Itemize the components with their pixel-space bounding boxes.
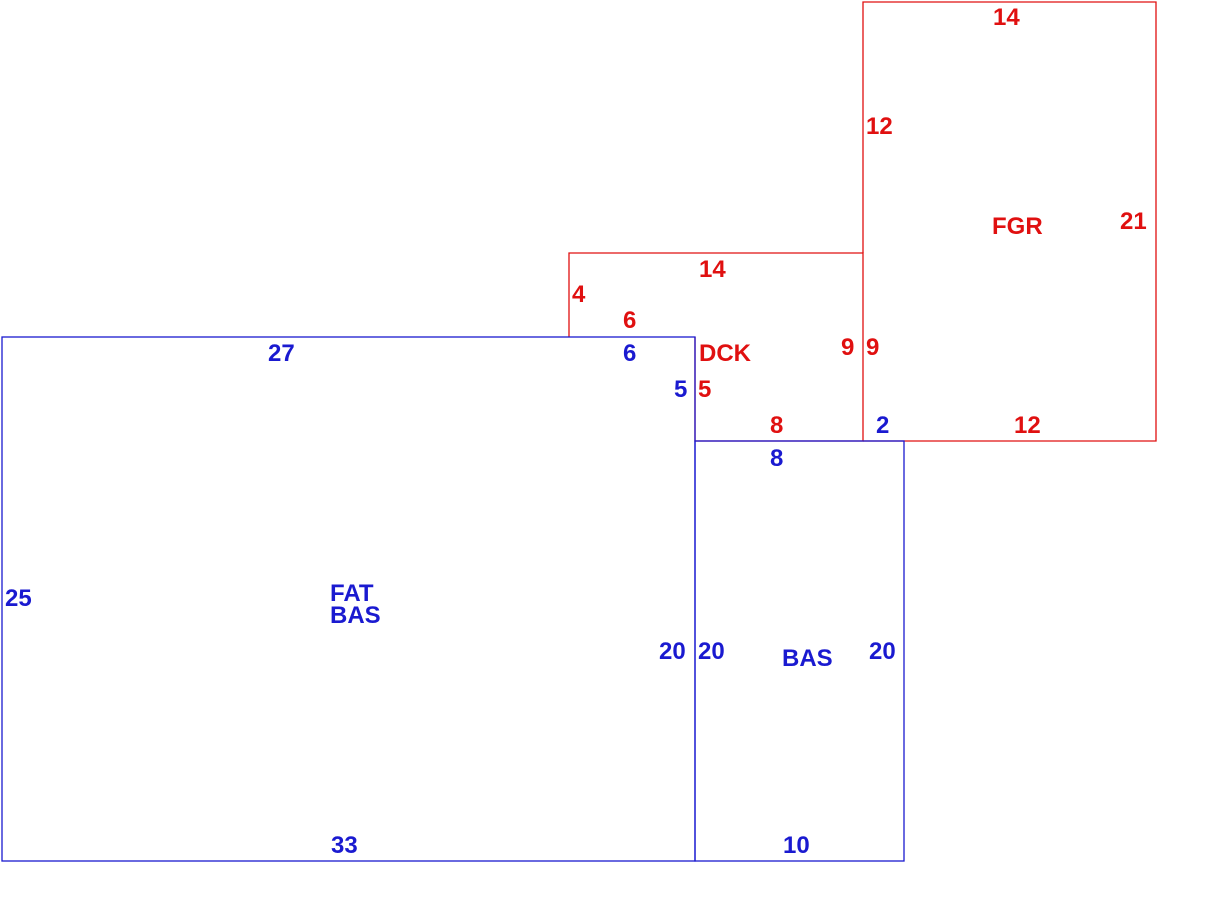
fgr-dim-right: 21 — [1120, 208, 1147, 235]
dck-dim-inner-top: 6 — [623, 307, 636, 334]
bas-area-name: BAS — [782, 645, 833, 672]
dck-area-name: DCK — [699, 340, 752, 367]
fat-bas-dim-top: 27 — [268, 340, 295, 367]
fat-bas-area-name-line2: BAS — [330, 602, 381, 629]
fgr-dim-top: 14 — [993, 4, 1020, 31]
fat-bas-dim-right: 20 — [659, 638, 686, 665]
fat-bas-dim-top-right: 6 — [623, 340, 636, 367]
fat-bas-dim-right-upper: 5 — [674, 376, 687, 403]
dck-dim-bottom: 8 — [770, 412, 783, 439]
fgr-area-name: FGR — [992, 213, 1043, 240]
fgr-dim-left: 12 — [866, 113, 893, 140]
fat-bas-dim-bottom: 33 — [331, 832, 358, 859]
bas-dim-left: 20 — [698, 638, 725, 665]
bas-dim-top: 8 — [770, 445, 783, 472]
fgr-dim-left-lower: 9 — [866, 334, 879, 361]
bas-outline — [694, 440, 905, 862]
bas-dim-bottom: 10 — [783, 832, 810, 859]
fgr-outline — [862, 1, 1157, 442]
fat-bas-area-name-line1: FAT — [330, 580, 374, 607]
dck-dim-left: 4 — [572, 281, 586, 308]
dck-dim-inner-left: 5 — [698, 376, 711, 403]
fat-bas-dim-left: 25 — [5, 585, 32, 612]
dck-dim-top: 14 — [699, 256, 726, 283]
dck-dim-right: 9 — [841, 334, 854, 361]
bas-dim-right: 20 — [869, 638, 896, 665]
bas-dim-top-right: 2 — [876, 412, 889, 439]
fgr-dim-bottom: 12 — [1014, 412, 1041, 439]
